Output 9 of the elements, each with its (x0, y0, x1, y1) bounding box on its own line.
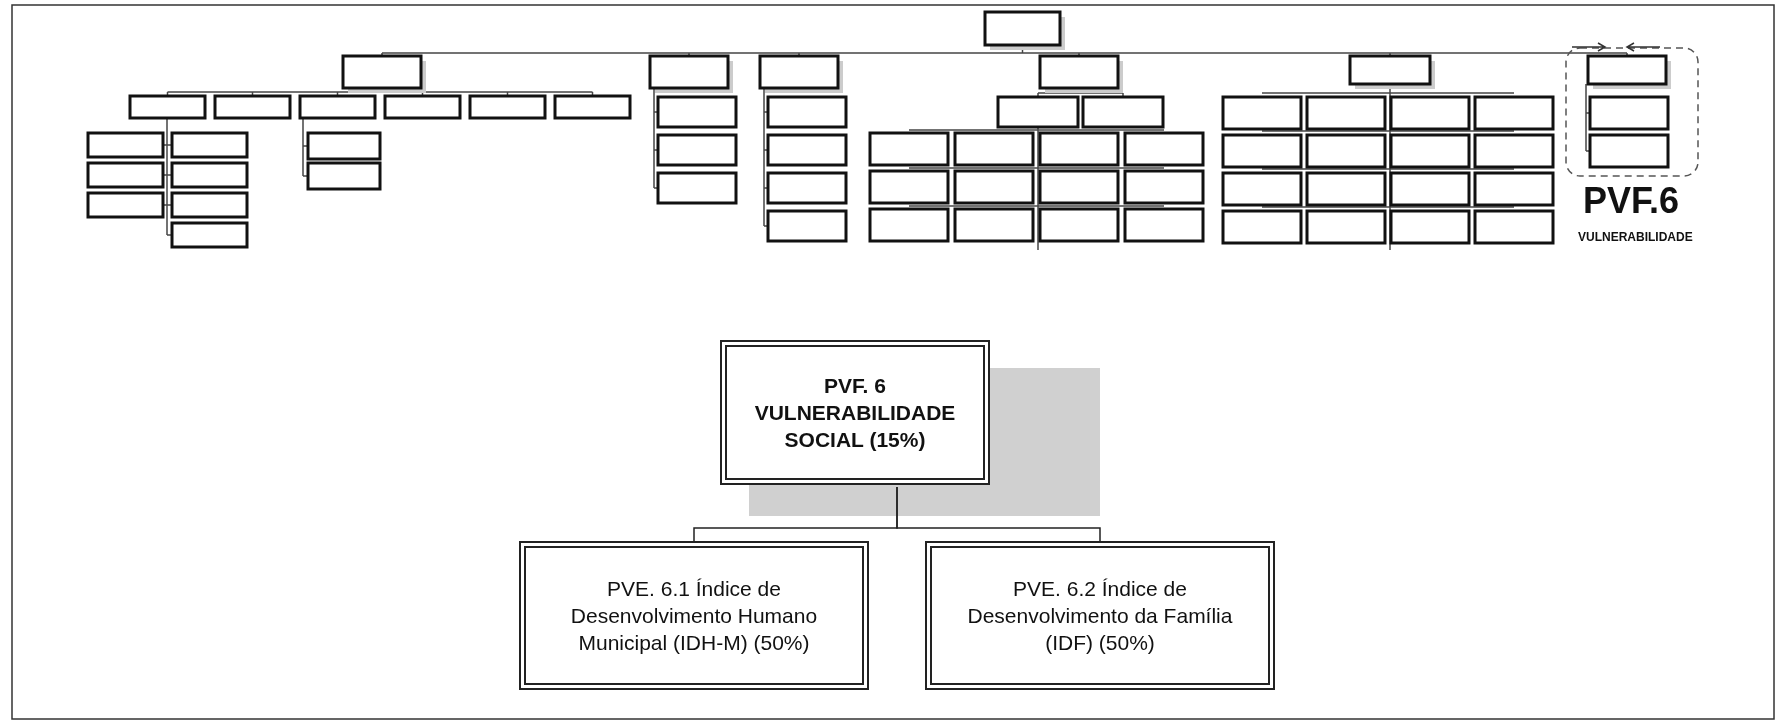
box-title: PVF. 6 VULNERABILIDADE SOCIAL (15%) (753, 372, 957, 454)
box-text: PVE. 6.1 Índice de Desenvolvimento Humano Municipal (IDH-M) (50%) (569, 575, 819, 657)
caption-label: VULNERABILIDADE (1578, 230, 1693, 244)
connector-line (896, 486, 1101, 542)
text-box (519, 541, 869, 690)
text-box (925, 541, 1275, 690)
heading-label: PVF.6 (1583, 180, 1680, 222)
text-box (720, 340, 990, 485)
box-text: PVE. 6.2 Índice de Desenvolvimento da Família (IDF) (50%) (966, 575, 1234, 657)
